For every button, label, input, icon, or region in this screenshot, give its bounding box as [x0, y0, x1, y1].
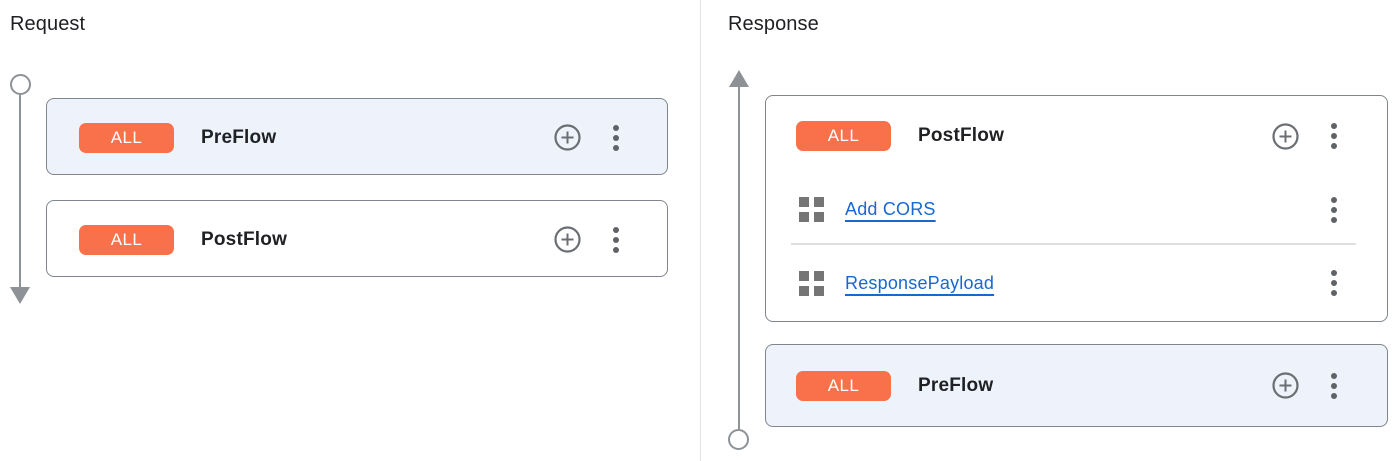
condition-badge: ALL: [796, 121, 891, 151]
add-policy-button[interactable]: [554, 124, 581, 151]
add-circle-icon: [554, 124, 581, 151]
request-postflow-row: ALL PostFlow: [47, 201, 667, 278]
add-policy-button[interactable]: [1272, 372, 1299, 399]
arrow-down-icon: [10, 287, 30, 304]
flow-title: PreFlow: [201, 126, 277, 148]
response-flow-line: [738, 87, 740, 429]
request-pane-title: Request: [10, 13, 86, 35]
more-vert-icon: [613, 124, 619, 151]
policy-link-add-cors[interactable]: Add CORS: [845, 199, 936, 219]
add-circle-icon: [1272, 372, 1299, 399]
flow-title: PostFlow: [201, 228, 288, 250]
more-vert-icon: [613, 226, 619, 253]
policy-grid-icon: [799, 197, 824, 222]
add-policy-button[interactable]: [554, 226, 581, 253]
response-postflow-header: ALL PostFlow: [766, 96, 1387, 176]
more-options-button[interactable]: [611, 226, 621, 253]
response-preflow-row: ALL PreFlow: [766, 345, 1387, 426]
response-postflow-card[interactable]: ALL PostFlow Add CORS Resp: [765, 95, 1388, 322]
response-pane-title: Response: [728, 13, 819, 35]
flow-title: PostFlow: [918, 125, 1005, 146]
add-circle-icon: [554, 226, 581, 253]
condition-badge: ALL: [796, 370, 891, 401]
more-vert-icon: [1331, 270, 1337, 296]
policy-row: ResponsePayload: [766, 245, 1387, 321]
policy-divider: [791, 243, 1356, 245]
more-options-button[interactable]: [611, 124, 621, 151]
add-circle-icon: [1272, 122, 1299, 150]
condition-badge: ALL: [79, 224, 174, 255]
policy-row: Add CORS: [766, 176, 1387, 243]
policy-link-responsepayload[interactable]: ResponsePayload: [845, 272, 995, 293]
add-policy-button[interactable]: [1272, 122, 1299, 150]
pane-divider: [700, 0, 701, 461]
more-vert-icon: [1331, 196, 1337, 223]
response-preflow-card[interactable]: ALL PreFlow: [765, 344, 1388, 427]
request-preflow-card[interactable]: ALL PreFlow: [46, 98, 668, 175]
more-vert-icon: [1331, 123, 1337, 149]
policy-grid-icon: [799, 270, 824, 296]
flow-start-circle-icon: [10, 74, 31, 95]
request-postflow-card[interactable]: ALL PostFlow: [46, 200, 668, 277]
flow-title: PreFlow: [918, 374, 994, 396]
policy-more-options-button[interactable]: [1329, 270, 1339, 296]
more-options-button[interactable]: [1329, 372, 1339, 399]
arrow-up-icon: [729, 70, 749, 87]
policy-more-options-button[interactable]: [1329, 196, 1339, 223]
request-preflow-row: ALL PreFlow: [47, 99, 667, 176]
condition-badge: ALL: [79, 122, 174, 153]
more-options-button[interactable]: [1329, 123, 1339, 149]
flow-end-circle-icon: [728, 429, 749, 450]
more-vert-icon: [1331, 372, 1337, 399]
request-flow-line: [19, 95, 21, 287]
